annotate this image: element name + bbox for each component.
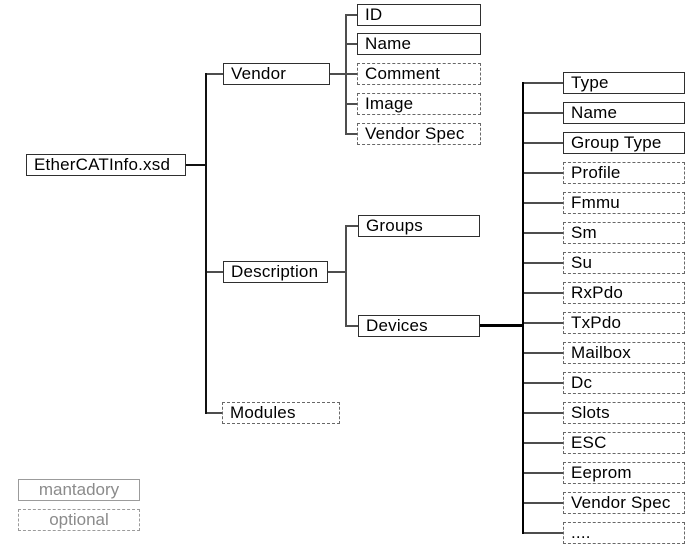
node-device-slots: Slots	[563, 402, 685, 424]
connector-to-esc	[524, 442, 563, 444]
connector-to-vendor-spec	[346, 133, 357, 135]
connector-to-mailbox	[524, 352, 563, 354]
node-vendor-id: ID	[357, 4, 481, 26]
connector-to-sm	[524, 232, 563, 234]
connector-to-devices	[346, 325, 358, 327]
connector-to-device-vendor-spec	[524, 502, 563, 504]
node-devices: Devices	[358, 315, 480, 337]
node-vendor-name: Name	[357, 33, 481, 55]
connector-description-out	[328, 271, 346, 273]
connector-to-device-name	[524, 112, 563, 114]
connector-to-image	[346, 103, 357, 105]
node-device-eeprom: Eeprom	[563, 462, 685, 484]
connector-trunk-to-description	[207, 271, 223, 273]
node-device-group-type: Group Type	[563, 132, 685, 154]
node-vendor-comment: Comment	[357, 63, 481, 85]
connector-to-su	[524, 262, 563, 264]
connector-devices-out	[480, 324, 524, 327]
connector-to-type	[524, 82, 563, 84]
connector-trunk-to-modules	[207, 412, 222, 414]
node-device-type: Type	[563, 72, 685, 94]
node-device-name: Name	[563, 102, 685, 124]
connector-to-id	[346, 14, 357, 16]
node-root: EtherCATInfo.xsd	[26, 154, 186, 176]
connector-to-profile	[524, 172, 563, 174]
connector-root-to-trunk	[186, 164, 206, 166]
node-device-su: Su	[563, 252, 685, 274]
legend-optional: optional	[18, 509, 140, 531]
connector-to-txpdo	[524, 322, 563, 324]
node-device-fmmu: Fmmu	[563, 192, 685, 214]
legend-mandatory: mantadory	[18, 479, 140, 501]
node-device-mailbox: Mailbox	[563, 342, 685, 364]
connector-to-dc	[524, 382, 563, 384]
connector-trunk-to-vendor	[207, 73, 223, 75]
connector-to-fmmu	[524, 202, 563, 204]
node-device-txpdo: TxPdo	[563, 312, 685, 334]
node-groups: Groups	[358, 215, 480, 237]
node-device-more: ....	[563, 522, 685, 544]
node-vendor-vendor-spec: Vendor Spec	[357, 123, 481, 145]
connector-to-eeprom	[524, 472, 563, 474]
node-device-sm: Sm	[563, 222, 685, 244]
connector-to-slots	[524, 412, 563, 414]
node-device-esc: ESC	[563, 432, 685, 454]
connector-to-group-type	[524, 142, 563, 144]
connector-to-groups	[346, 225, 358, 227]
connector-vendor-children-trunk	[345, 14, 347, 135]
connector-description-children-trunk	[345, 225, 347, 327]
connector-to-rxpdo	[524, 292, 563, 294]
connector-devices-children-trunk	[522, 82, 524, 534]
node-modules: Modules	[222, 402, 340, 424]
connector-to-comment	[346, 73, 357, 75]
connector-left-trunk	[205, 73, 207, 414]
node-device-dc: Dc	[563, 372, 685, 394]
node-vendor: Vendor	[223, 63, 330, 85]
node-device-profile: Profile	[563, 162, 685, 184]
node-vendor-image: Image	[357, 93, 481, 115]
node-description: Description	[223, 261, 328, 283]
connector-to-name	[346, 43, 357, 45]
connector-to-more	[524, 532, 563, 534]
node-device-rxpdo: RxPdo	[563, 282, 685, 304]
node-device-vendor-spec: Vendor Spec	[563, 492, 685, 514]
connector-vendor-out	[330, 73, 346, 75]
